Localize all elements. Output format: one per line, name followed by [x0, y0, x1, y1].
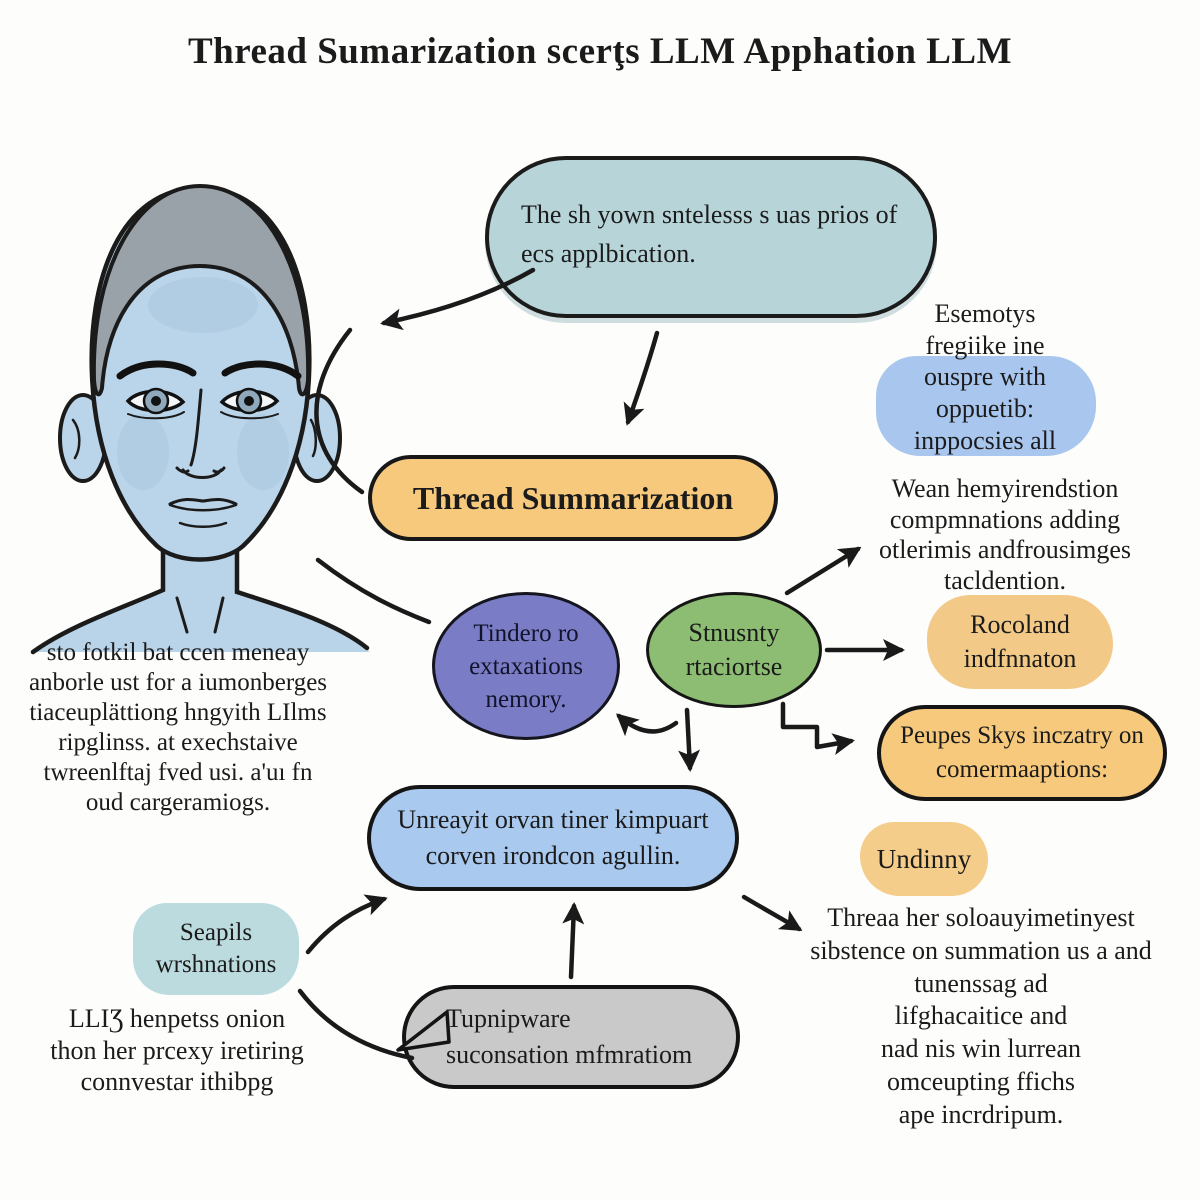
arrow-gray-bubble-to-blue-box [562, 902, 585, 980]
arrow-green-to-right-note [784, 546, 862, 596]
note-bottom-right: Threaa her soloauyimetinyest sibstence o… [788, 902, 1174, 1131]
nose-base [175, 466, 226, 479]
green-ellipse-line: Stnusnty [688, 618, 780, 648]
note-right-top: Esemotys fregiike ine ouspre with oppuet… [845, 298, 1125, 457]
note-line: tiaceuplättiong hngyith LIlms [29, 699, 327, 726]
shoulder-line-right [234, 539, 370, 651]
under-eye-lines [127, 411, 279, 420]
gray-bubble-line: Tupnipware [446, 1003, 571, 1033]
note-right-mid: Wean hemyirendstion compmnations adding … [852, 474, 1158, 597]
node-thread-summarization: Thread Summarization [368, 455, 778, 541]
node-gray-speech-bubble: Tupnipware suconsation mfmratiom [402, 985, 740, 1089]
lower-lip [178, 521, 228, 528]
note-line-highlighted: ouspre with [923, 362, 1047, 392]
note-left: sto fotkil bat ccen meneay anborle ust f… [8, 638, 348, 818]
shoulder-line-left [30, 539, 166, 655]
node-blue-box: Unreayit orvan tiner kimpuart corven iro… [367, 785, 739, 891]
note-line: Threaa her soloauyimetinyest [827, 903, 1135, 932]
gray-bubble-line: suconsation mfmratiom [446, 1040, 693, 1069]
pupil-right [244, 396, 254, 406]
arrow-down-to-blue-box [678, 707, 701, 772]
seapils-line: wrshnations [155, 951, 277, 978]
note-line: ripglinss. at exechstaive [58, 729, 298, 756]
arrow-seapils-to-blue-box [305, 894, 388, 955]
peupes-line: comermaaptions: [935, 756, 1109, 783]
node-seapils-blob: Seapils wrshnations [133, 903, 299, 995]
undinny-label: Undinny [876, 843, 972, 874]
note-line: fregiike ine [925, 330, 1045, 360]
purple-ellipse-line: extaxations [469, 652, 583, 680]
arrow-bent-to-purple [616, 713, 679, 737]
highlight-blob [876, 356, 1096, 456]
eyebrow-left [116, 360, 197, 380]
note-line: LLIƷ henpetss onion [68, 1004, 286, 1033]
eyebrow-right [221, 360, 302, 380]
note-line: tacldention. [943, 566, 1066, 596]
purple-ellipse-line: nemory. [485, 685, 567, 713]
seapils-line: Seapils [179, 918, 253, 946]
rocoland-line: Rocoland [970, 610, 1070, 640]
note-line: ape incrdripum. [898, 1099, 1064, 1129]
node-green-ellipse: Stnusnty rtaciortse [646, 592, 822, 708]
note-line: thon her prcexy iretiring [50, 1035, 304, 1065]
purple-ellipse-line: Tindero ro [473, 619, 579, 647]
neck-shoulders-shape [33, 505, 370, 652]
note-line: twreenlftaj fved usi. a'uı fn [43, 759, 313, 786]
blue-box-line: corven irondcon agullin. [425, 841, 681, 870]
node-rocoland-blob: Rocoland indfnnaton [927, 595, 1113, 689]
note-line: Wean hemyirendstion [891, 474, 1119, 503]
cheek-shading-right [237, 414, 289, 490]
note-line: omceupting ffichs [887, 1066, 1075, 1096]
note-line: oud cargeramiogs. [85, 789, 271, 816]
note-line: sto fotkil bat ccen meneay [46, 639, 310, 666]
hair-shape [91, 183, 311, 397]
note-line: otlerimis andfrousimges [878, 535, 1131, 565]
note-line: sibstence on summation us a and [810, 935, 1152, 965]
nose-bridge [189, 388, 203, 467]
note-line: compmnations adding [889, 504, 1121, 534]
node-undinny-blob: Undinny [860, 822, 988, 896]
node-peupes-box: Peupes Skys inczatry on comermaaptions: [877, 705, 1167, 801]
upper-lip [168, 498, 238, 506]
green-ellipse-line: rtaciortse [685, 652, 783, 681]
blue-box-line: Unreayit orvan tiner kimpuart [397, 804, 709, 834]
top-bubble-line: The sh yown sntelesss s uas prios of [521, 200, 898, 229]
note-line: nad nis win lurrean [880, 1034, 1081, 1063]
top-bubble-line: ecs applbication. [521, 239, 696, 268]
note-line: connvestar ithibpg [80, 1067, 274, 1097]
arrow-bubble-to-main-box [623, 330, 660, 426]
note-line: Esemotys [934, 299, 1036, 328]
page-title: Thread Sumarization scerţs LLM Apphation… [187, 31, 1013, 72]
lip-middle [168, 503, 238, 512]
note-line: lifghacaitice and [894, 1001, 1068, 1031]
head-illustration [30, 183, 370, 655]
note-line: tunenssag ad [914, 968, 1048, 998]
note-line-highlighted: oppuetib: [935, 394, 1035, 424]
thread-summarization-label: Thread Summarization [412, 479, 734, 516]
pupil-left [151, 396, 161, 406]
peupes-line: Peupes Skys inczatry on [900, 722, 1144, 750]
rocoland-line: indfnnaton [963, 644, 1077, 673]
note-line-highlighted: inppocsies all [913, 425, 1057, 455]
neck-detail-lines [175, 596, 225, 634]
note-bottom-left: LLIƷ henpetss onion thon her prcexy iret… [22, 1003, 332, 1098]
cheek-shading-left [117, 414, 169, 490]
forehead-shading [148, 277, 258, 333]
arrow-green-to-peupes [780, 701, 855, 755]
note-line: anborle ust for a iumonberges [28, 669, 328, 696]
node-purple-ellipse: Tindero ro extaxations nemory. [432, 592, 620, 740]
node-top-bubble: The sh yown sntelesss s uas prios of ecs… [485, 156, 937, 318]
